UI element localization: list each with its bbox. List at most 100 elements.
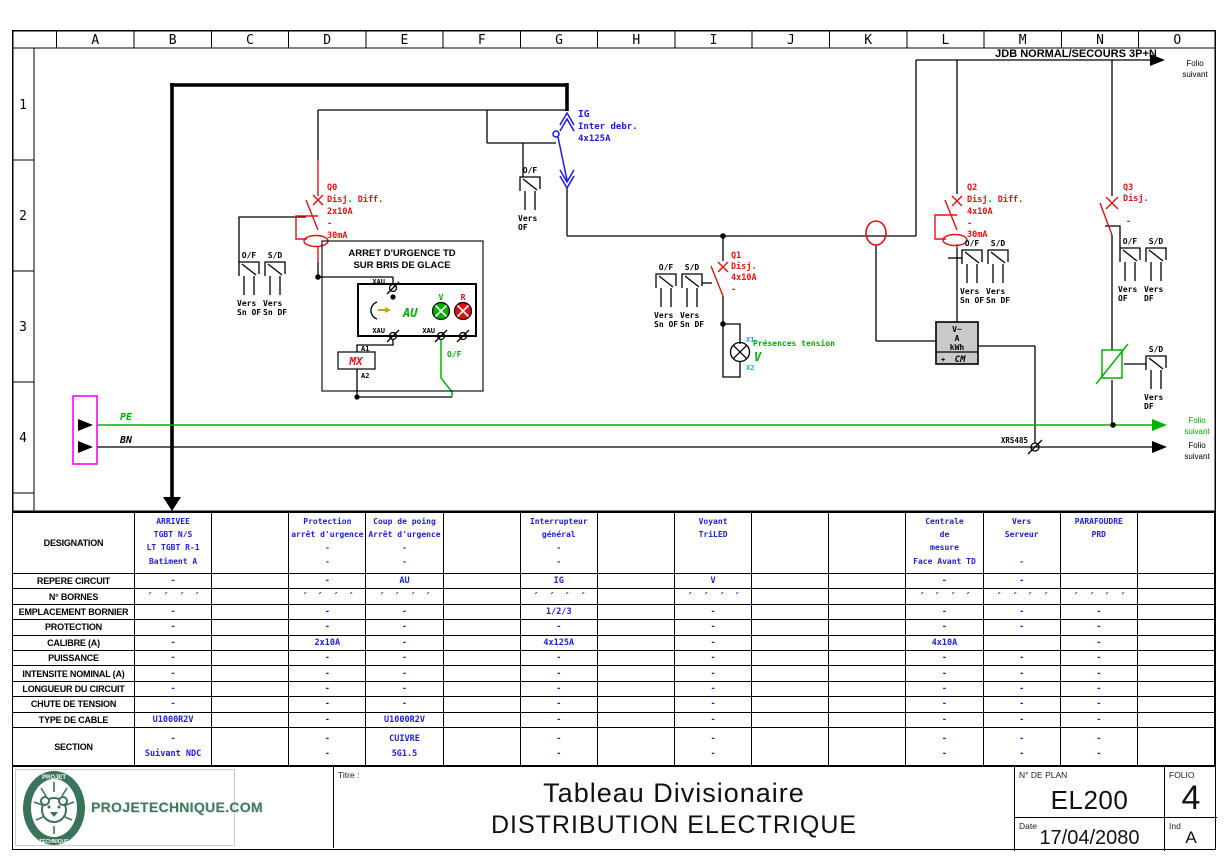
table-cell-L: - (906, 574, 984, 590)
grid-column-label: G (555, 33, 563, 48)
table-cell-O (1137, 681, 1215, 698)
table-cell-K (829, 712, 907, 728)
table-cell-D: ′′′′ (289, 589, 367, 605)
table-row-label: CALIBRE (A) (13, 635, 135, 651)
arrival-feeder (163, 83, 569, 511)
table-cell-G: ′′′′ (520, 589, 598, 605)
jdb-bus-label: JDB NORMAL/SECOURS 3P+N (995, 48, 1157, 60)
table-cell-D: - (289, 650, 367, 667)
svg-text:DF: DF (1144, 294, 1154, 303)
table-cell-K (829, 697, 907, 713)
ig-id-label: IG (578, 109, 590, 120)
table-cell-G: IG (520, 574, 598, 590)
table-cell-D: -- (289, 727, 367, 767)
schematic-canvas: V~ A kWh + CM IG Inter debr. 4x125A Q0 D… (12, 30, 1216, 512)
table-cell-O (1137, 635, 1215, 651)
table-cell-L: ′′′′ (906, 589, 984, 605)
table-cell-L: - (906, 620, 984, 636)
svg-text:O/F: O/F (1123, 237, 1138, 246)
svg-text:S/D: S/D (1149, 237, 1164, 246)
table-cell-M: - (983, 712, 1061, 728)
table-cell-L: - (906, 604, 984, 621)
table-cell-J (752, 712, 830, 728)
lamp-v-label: V (439, 293, 444, 302)
jdb-folio-arrow (1150, 54, 1165, 66)
table-cell-M: - (983, 574, 1061, 590)
table-cell-E: - (366, 635, 444, 651)
presence-v-label: V (754, 350, 762, 364)
table-cell-G: - (520, 712, 598, 728)
x1-label: X1 (746, 336, 754, 344)
table-cell-K (829, 513, 907, 574)
table-cell-K (829, 727, 907, 767)
q2-id-label: Q2 (967, 183, 977, 193)
table-cell-G: - (520, 650, 598, 667)
table-row-label: CHUTE DE TENSION (13, 697, 135, 713)
grid-column-label: C (246, 33, 254, 48)
table-cell-M: - (983, 604, 1061, 621)
table-cell-J (752, 650, 830, 667)
table-cell-M: - (983, 620, 1061, 636)
table-cell-I: - (675, 650, 753, 667)
table-cell-J (752, 666, 830, 682)
svg-text:O/F: O/F (965, 239, 980, 248)
table-cell-D: - (289, 697, 367, 713)
folio-note-bn: Folio suivant (1184, 441, 1210, 461)
table-cell-E: - (366, 666, 444, 682)
q1-pilot-lamp (729, 341, 751, 363)
table-cell-I: V (675, 574, 753, 590)
grid-column-label: K (864, 33, 872, 48)
xau-terminals (386, 281, 470, 343)
svg-text:Sn OF: Sn OF (960, 296, 984, 305)
date-cell: Date 17/04/2080 (1014, 818, 1164, 851)
svg-text:OF: OF (1118, 294, 1128, 303)
a1-label: A1 (361, 345, 369, 353)
table-cell-J (752, 697, 830, 713)
q3-type-label: Disj. (1123, 193, 1149, 204)
table-cell-D: - (289, 666, 367, 682)
table-cell-C (212, 589, 290, 605)
lion-logo-icon: PROJET TECHNIQUE (23, 771, 85, 845)
table-cell-O (1137, 712, 1215, 728)
table-cell-F (443, 697, 521, 713)
table-cell-F (443, 635, 521, 651)
table-cell-F (443, 712, 521, 728)
grid-column-label: F (478, 33, 486, 48)
table-row-label: LONGUEUR DU CIRCUIT (13, 681, 135, 698)
table-row-label: EMPLACEMENT BORNIER (13, 604, 135, 621)
au-of-label: O/F (447, 350, 462, 359)
table-cell-J (752, 589, 830, 605)
table-cell-B: U1000R2V (135, 712, 213, 728)
grid-row-label: 3 (19, 320, 27, 335)
table-cell-C (212, 697, 290, 713)
table-cell-C (212, 712, 290, 728)
q0-sens-label: 30mA (327, 231, 347, 241)
grid-row-label: 4 (19, 431, 27, 446)
table-cell-M (983, 635, 1061, 651)
terminal-block-marker (72, 395, 98, 465)
table-cell-J (752, 727, 830, 767)
table-cell-G: - (520, 697, 598, 713)
q0-breaker-symbol (295, 160, 329, 262)
svg-text:OF: OF (518, 223, 528, 232)
table-cell-N (1060, 574, 1138, 590)
table-cell-M: - (983, 666, 1061, 682)
bn-entry-arrow (78, 441, 93, 453)
svg-text:DF: DF (1144, 402, 1154, 411)
ig-desc-label: Inter debr. (578, 122, 638, 132)
table-cell-D: - (289, 604, 367, 621)
logo-cell: PROJET TECHNIQUE PROJETECHNIQUE.COM (13, 767, 334, 848)
plan-label: N° DE PLAN (1019, 770, 1068, 780)
table-cell-I: - (675, 604, 753, 621)
table-cell-E: - (366, 697, 444, 713)
q1-dash-label: - (731, 285, 736, 295)
ind-value: A (1185, 828, 1197, 847)
table-cell-O (1137, 666, 1215, 682)
cm-line3: kWh (950, 343, 965, 352)
table-cell-O (1137, 650, 1215, 667)
table-cell-K (829, 589, 907, 605)
